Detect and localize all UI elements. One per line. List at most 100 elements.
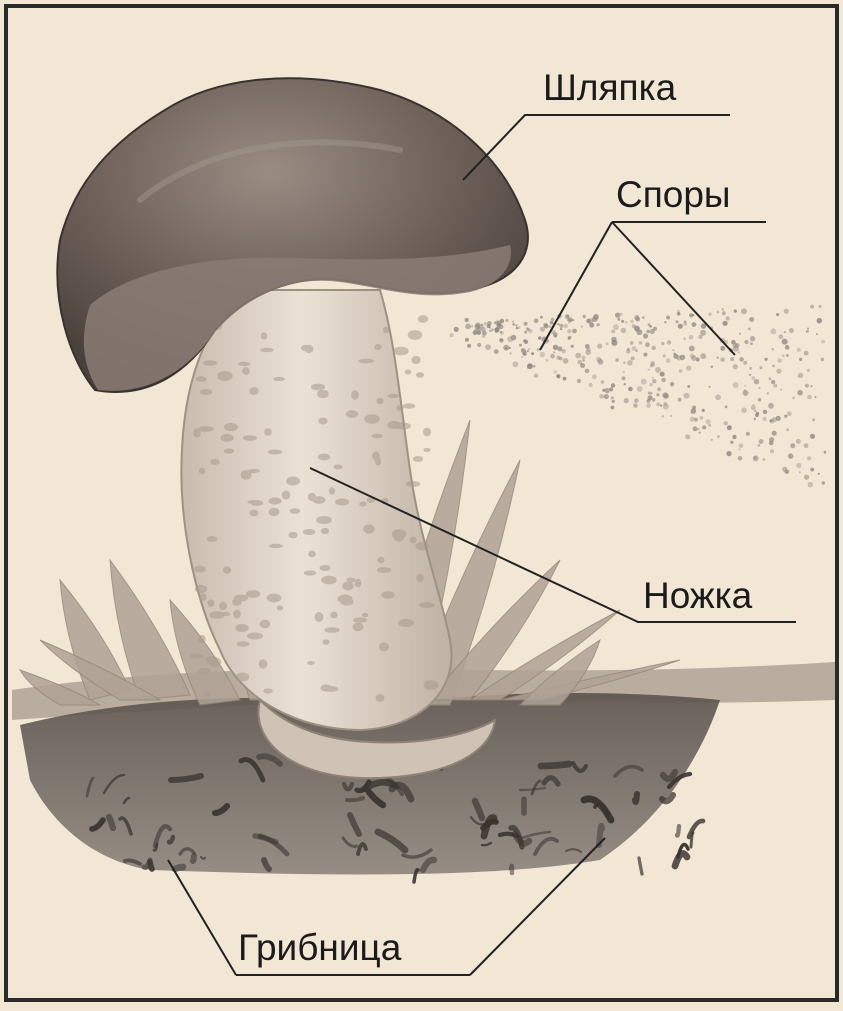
spore-dot <box>646 330 650 334</box>
spore-dot <box>708 313 711 316</box>
spore-dot <box>738 448 740 450</box>
stem-pattern-spot <box>335 498 349 505</box>
spore-dot <box>693 426 698 431</box>
stem-pattern-spot <box>393 347 408 356</box>
spore-dot <box>716 357 718 359</box>
stem-pattern-spot <box>377 567 391 573</box>
spore-dot <box>628 387 633 392</box>
spore-dot <box>725 406 728 409</box>
spore-dot <box>465 338 469 342</box>
spore-dot <box>700 416 704 420</box>
spore-dot <box>632 346 637 351</box>
spore-dot <box>615 358 619 362</box>
spore-dot <box>743 390 749 396</box>
stem-pattern-spot <box>224 423 238 432</box>
spore-dot <box>593 314 599 320</box>
spore-dot <box>592 374 597 379</box>
stem-pattern-spot <box>416 574 424 583</box>
spore-dot <box>768 377 771 380</box>
spore-dot <box>758 398 761 401</box>
spore-dot <box>744 385 746 387</box>
spore-dot <box>553 332 558 337</box>
spore-dot <box>611 396 614 399</box>
spore-dot <box>626 349 630 353</box>
stem-pattern-spot <box>318 454 330 461</box>
stem-pattern-spot <box>220 434 233 442</box>
spore-dot <box>553 345 558 350</box>
spore-dot <box>751 405 756 410</box>
spore-dot <box>694 418 698 422</box>
spore-dot <box>765 358 768 361</box>
spore-dot <box>648 395 653 400</box>
spore-dot <box>611 406 615 410</box>
stem-pattern-spot <box>273 377 285 381</box>
spore-dot <box>642 316 645 319</box>
stem-pattern-spot <box>263 688 273 693</box>
spore-dot <box>734 310 737 313</box>
spore-dot <box>652 346 656 350</box>
spore-dot <box>706 419 711 424</box>
spore-dot <box>494 327 499 332</box>
stem-pattern-spot <box>351 390 359 399</box>
stem-pattern-spot <box>405 370 412 375</box>
spore-dot <box>559 324 563 328</box>
spore-dot <box>741 308 747 314</box>
spore-dot <box>494 322 497 325</box>
spore-dot <box>670 382 674 386</box>
spore-dot <box>623 362 625 364</box>
spore-dot <box>771 380 775 384</box>
spore-dot <box>581 325 583 327</box>
spore-dot <box>726 451 731 456</box>
spore-dot <box>799 471 801 473</box>
spore-dot <box>540 327 545 332</box>
spore-dot <box>767 392 769 394</box>
spore-dot <box>776 313 779 316</box>
spore-dot <box>650 329 655 334</box>
spore-dot <box>615 313 620 318</box>
spore-dot <box>684 393 690 399</box>
spore-dot <box>772 431 777 436</box>
stem-pattern-spot <box>398 619 414 627</box>
spore-dot <box>566 314 570 318</box>
mycelium-strand <box>677 826 679 836</box>
spore-dot <box>656 402 660 406</box>
spore-dot <box>799 358 802 361</box>
spore-dot <box>784 309 789 314</box>
stem-pattern-spot <box>261 332 267 339</box>
stem-pattern-spot <box>413 456 423 462</box>
stem-pattern-spot <box>340 599 354 606</box>
spore-dot <box>663 402 667 406</box>
spore-dot <box>785 469 790 474</box>
stem-pattern-spot <box>307 661 315 665</box>
spore-dot <box>796 463 801 468</box>
mycelium-strand <box>347 798 363 800</box>
spore-dot <box>730 357 734 361</box>
spore-dot <box>720 346 725 351</box>
spore-dot <box>797 348 801 352</box>
spore-dot <box>643 353 647 357</box>
spore-dot <box>662 392 668 398</box>
stem-pattern-spot <box>210 459 220 465</box>
spore-dot <box>811 385 813 387</box>
stem-pattern-spot <box>383 327 389 334</box>
spore-dot <box>807 395 812 400</box>
spore-dot <box>611 330 615 334</box>
spore-dot <box>516 327 518 329</box>
spore-dot <box>752 376 756 380</box>
stem-pattern-spot <box>199 468 206 474</box>
spore-dot <box>822 481 825 484</box>
stem-pattern-spot <box>377 557 384 564</box>
spore-dot <box>739 333 741 335</box>
spore-dot <box>646 403 651 408</box>
spore-dot <box>773 384 777 388</box>
spore-dot <box>496 323 501 328</box>
stem-pattern-spot <box>282 491 291 500</box>
stem-pattern-spot <box>392 529 406 539</box>
spore-dot <box>623 371 625 373</box>
stem-pattern-spot <box>321 528 329 534</box>
spore-dot <box>756 412 759 415</box>
stem-pattern-spot <box>320 685 331 692</box>
stem-pattern-spot <box>204 692 210 697</box>
